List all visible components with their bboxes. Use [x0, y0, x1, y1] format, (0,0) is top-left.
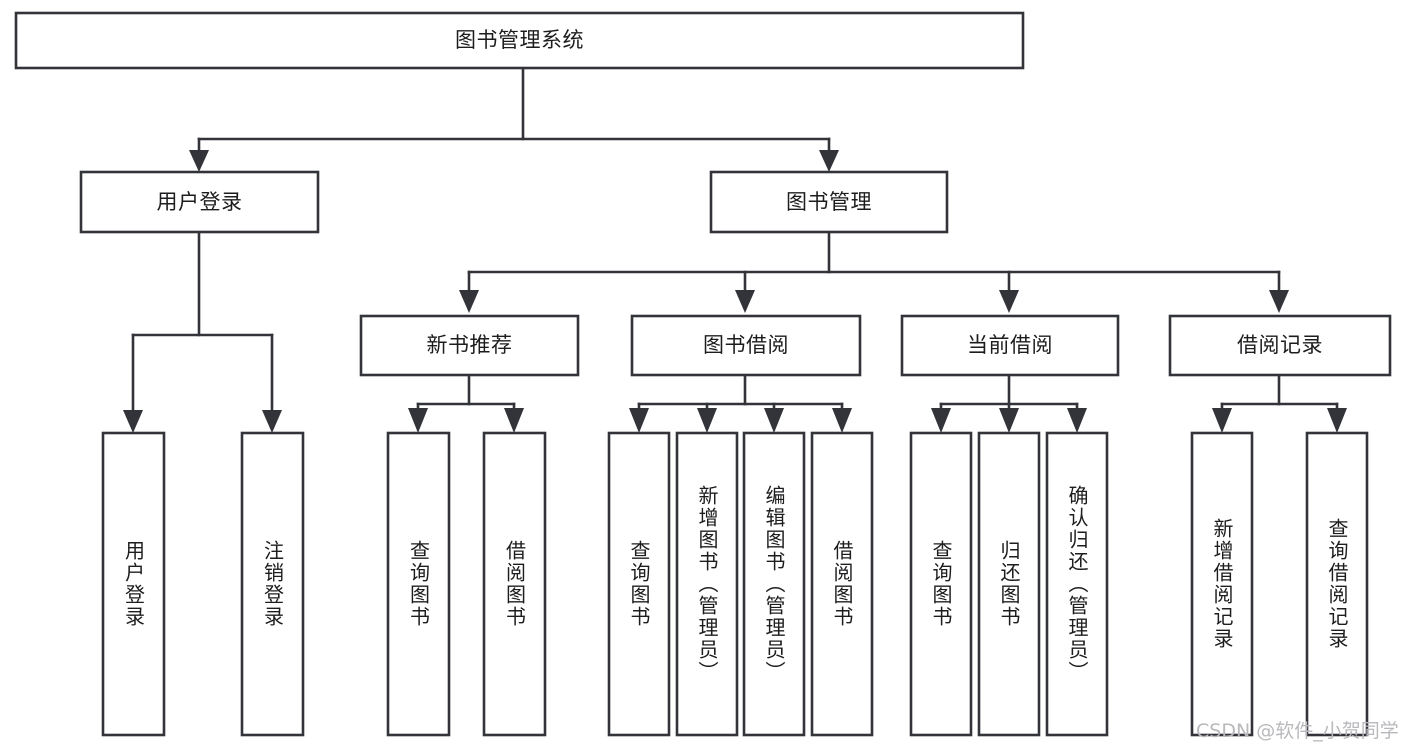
- node-box-leaf-borrow-book-1[interactable]: [482, 431, 547, 737]
- node-box-leaf-logout-login[interactable]: [240, 431, 305, 737]
- node-box-layer: [14, 11, 1392, 737]
- arrow-bm-to-new-book: [459, 290, 479, 313]
- arrow-new-book-c1: [408, 408, 428, 433]
- node-box-borrow-record[interactable]: [1168, 314, 1392, 377]
- node-box-leaf-confirm-return[interactable]: [1045, 431, 1109, 737]
- node-box-current-borrow[interactable]: [900, 314, 1120, 377]
- arrow-current-borrow-c1: [931, 408, 951, 433]
- arrow-book-borrow-c2: [697, 408, 717, 433]
- node-box-book-borrow[interactable]: [630, 314, 862, 377]
- arrow-new-book-c2: [504, 408, 524, 433]
- node-box-user-login[interactable]: [79, 170, 320, 234]
- arrow-book-borrow-c3: [764, 408, 784, 433]
- node-box-leaf-query-book-2[interactable]: [607, 431, 671, 737]
- node-box-root[interactable]: [14, 11, 1025, 70]
- node-box-leaf-query-book-1[interactable]: [386, 431, 451, 737]
- connector-layer: [123, 66, 1347, 433]
- node-box-leaf-borrow-book-2[interactable]: [810, 431, 874, 737]
- arrow-bm-to-current-borrow: [999, 290, 1019, 313]
- arrow-root-to-book-management: [819, 150, 839, 172]
- arrow-current-borrow-c3: [1067, 408, 1087, 433]
- arrow-book-borrow-c1: [629, 408, 649, 433]
- arrow-borrow-record-c2: [1327, 408, 1347, 433]
- node-box-leaf-user-login[interactable]: [101, 431, 166, 737]
- arrow-bm-to-book-borrow: [735, 290, 755, 313]
- node-box-leaf-query-record[interactable]: [1305, 431, 1369, 737]
- arrow-current-borrow-c2: [999, 408, 1019, 433]
- arrow-user-login-c2: [262, 410, 282, 433]
- node-box-leaf-edit-book[interactable]: [742, 431, 806, 737]
- node-box-new-book-recommend[interactable]: [359, 314, 580, 377]
- arrow-root-to-user-login: [189, 150, 209, 172]
- node-box-leaf-query-book-3[interactable]: [909, 431, 973, 737]
- node-box-leaf-return-book[interactable]: [977, 431, 1041, 737]
- arrow-bm-to-borrow-record: [1269, 290, 1289, 313]
- node-box-leaf-add-record[interactable]: [1190, 431, 1254, 737]
- arrow-borrow-record-c1: [1212, 408, 1232, 433]
- node-box-leaf-add-book[interactable]: [675, 431, 739, 737]
- watermark-text: CSDN @软件_小贺同学: [1196, 720, 1399, 742]
- arrow-book-borrow-c4: [832, 408, 852, 433]
- arrow-user-login-c1: [123, 410, 143, 433]
- node-box-book-management[interactable]: [709, 170, 949, 234]
